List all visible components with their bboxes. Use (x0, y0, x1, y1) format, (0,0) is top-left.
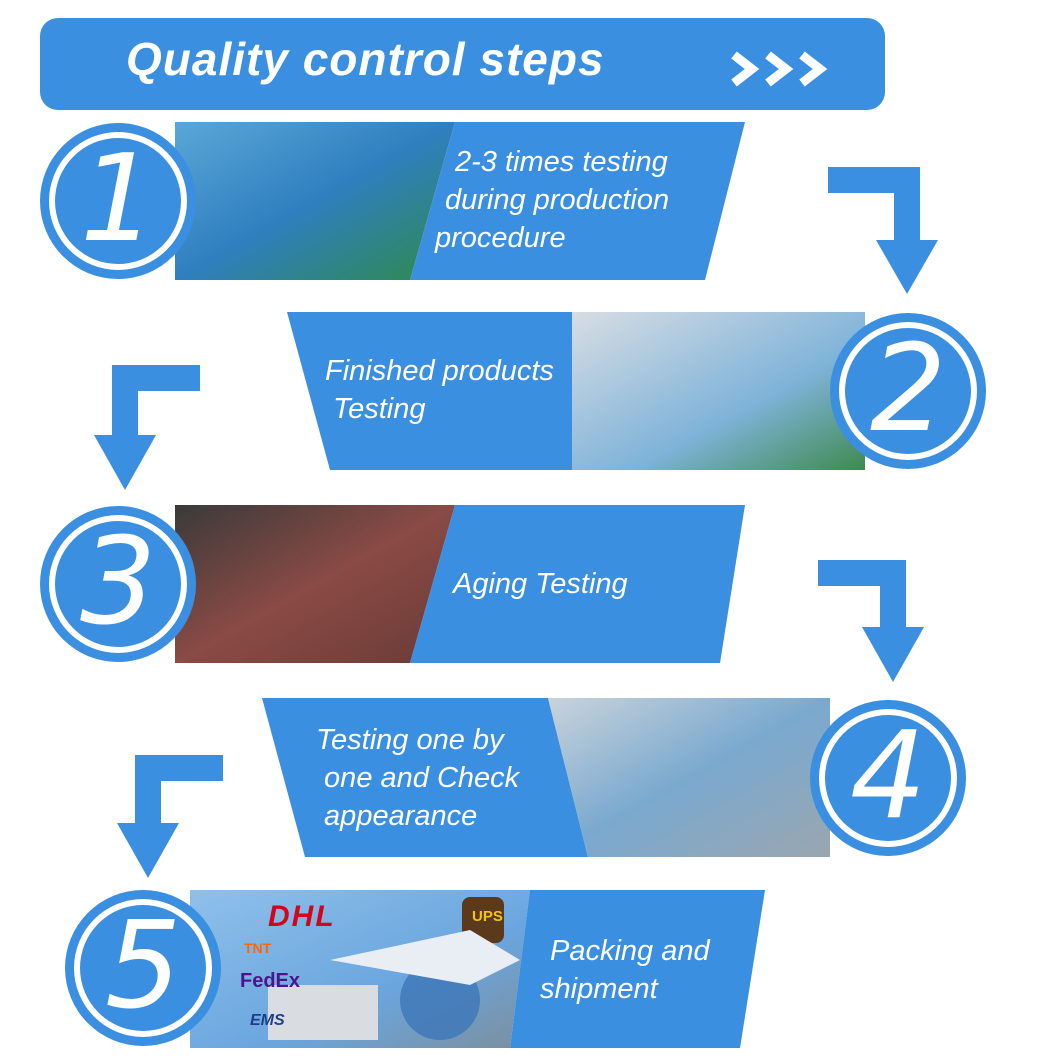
truck-icon (268, 985, 378, 1040)
step-5-text: Packing and shipment (540, 932, 710, 1008)
ems-logo: EMS (250, 1012, 285, 1029)
step-2-number: 2 (870, 320, 947, 459)
connector-arrows (112, 167, 920, 828)
step-1-line-1: 2-3 times testing (455, 146, 668, 178)
testing-line-photo (572, 312, 865, 470)
step-1-line-3: procedure (435, 222, 566, 254)
arrow-4-to-5 (135, 755, 223, 828)
arrow-head-3 (862, 627, 924, 682)
arrow-2-to-3 (112, 365, 200, 440)
step-1-number: 1 (80, 130, 157, 269)
step-4-text: Testing one by one and Check appearance (316, 721, 519, 835)
number-circles (40, 123, 986, 1046)
plane-icon (330, 930, 520, 985)
page-title: Quality control steps (126, 33, 605, 85)
step-1-line-2: during production (445, 184, 670, 216)
step-2-band (287, 312, 865, 470)
arrow-head-2 (94, 435, 156, 490)
arrow-3-to-4 (818, 560, 906, 632)
step-1-band (175, 122, 745, 280)
step-2-text: Finished products Testing (325, 352, 554, 428)
triple-chevron-right-icon (731, 51, 828, 87)
step-5-number: 5 (105, 897, 182, 1036)
step-4-number: 4 (850, 707, 927, 846)
step-5-line-2: shipment (540, 973, 658, 1005)
step-4-line-1: Testing one by (316, 724, 504, 756)
arrow-head-4 (117, 823, 179, 878)
tnt-logo: TNT (244, 940, 272, 956)
step-4-line-3: appearance (316, 800, 478, 832)
step-3-number: 3 (80, 513, 157, 652)
shipping-decor (268, 897, 520, 1040)
step-3-line-1: Aging Testing (453, 568, 628, 600)
step-3-band (175, 505, 745, 663)
step-4-band (262, 698, 830, 857)
production-photo (175, 122, 455, 280)
step-4-line-2: one and Check (316, 762, 520, 794)
arrow-1-to-2 (828, 167, 920, 245)
dhl-logo: DHL (268, 900, 336, 933)
aging-rack-photo (175, 505, 455, 663)
arrow-head-1 (876, 240, 938, 294)
step-2-line-1: Finished products (325, 355, 554, 387)
inspection-photo (548, 698, 830, 857)
step-5-line-1: Packing and (550, 935, 710, 967)
step-1-text: 2-3 times testing during production proc… (435, 143, 669, 257)
step-3-text: Aging Testing (453, 565, 628, 603)
ups-logo-text: UPS (472, 908, 503, 925)
step-2-line-2: Testing (325, 393, 426, 425)
fedex-logo: FedEx (240, 970, 301, 992)
